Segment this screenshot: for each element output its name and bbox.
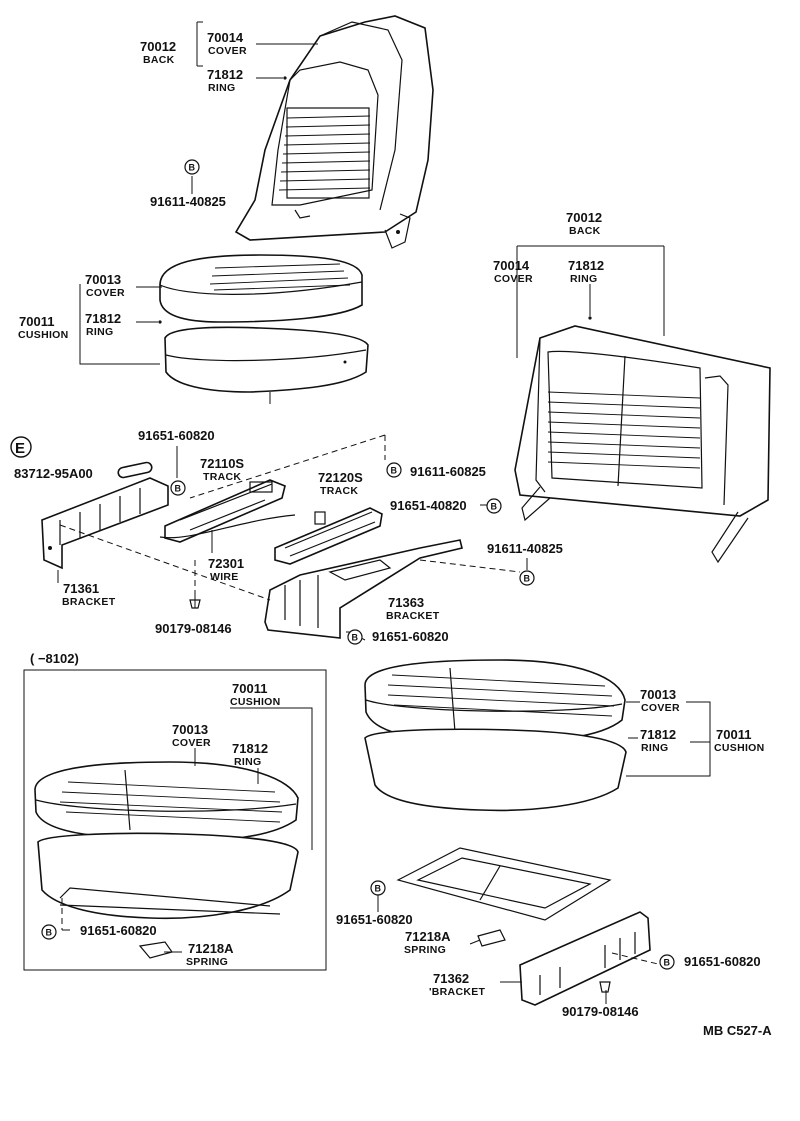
label-70014-cover-b-num: 70014 bbox=[493, 258, 530, 273]
label-71361-bracket-name: BRACKET bbox=[62, 596, 116, 608]
label-72301-wire-name: WIRE bbox=[210, 571, 239, 583]
label-83712-95a00: 83712-95A00 bbox=[14, 466, 93, 481]
label-71218a-spring-name: SPRING bbox=[186, 956, 228, 968]
label-70012-back-num: 70012 bbox=[140, 39, 176, 54]
label-70014-cover-num: 70014 bbox=[207, 30, 244, 45]
label-70013-cover-b-name: COVER bbox=[172, 737, 211, 749]
label-70013-cover-b-num: 70013 bbox=[172, 722, 208, 737]
label-71812-ring-num: 71812 bbox=[207, 67, 243, 82]
label-71363-bracket-name: BRACKET bbox=[386, 610, 440, 622]
svg-text:B: B bbox=[175, 484, 182, 494]
label-70011-cushion-b-name: CUSHION bbox=[230, 696, 281, 708]
label-71218a-spring-num: 71218A bbox=[188, 941, 234, 956]
bolt-marker: B bbox=[170, 480, 186, 496]
label-70011-cushion-c-num: 70011 bbox=[716, 727, 751, 742]
label-91651-60820-e: 91651-60820 bbox=[336, 912, 413, 927]
label-90179-08146-a: 90179-08146 bbox=[155, 621, 232, 636]
svg-text:B: B bbox=[375, 884, 382, 894]
label-70013-cover-name: COVER bbox=[86, 287, 125, 299]
label-91651-60820-c: 91651-60820 bbox=[372, 629, 449, 644]
label-70013-cover-c-name: COVER bbox=[641, 702, 680, 714]
label-71812-ring-c-num: 71812 bbox=[568, 258, 604, 273]
label-71361-bracket-num: 71361 bbox=[63, 581, 99, 596]
svg-text:B: B bbox=[46, 928, 53, 938]
label-70011-cushion-num: 70011 bbox=[19, 314, 54, 329]
svg-text:E: E bbox=[15, 440, 25, 457]
leader-lines bbox=[57, 21, 711, 1004]
label-70013-cover-num: 70013 bbox=[85, 272, 121, 287]
label-71812-ring-d-num: 71812 bbox=[232, 741, 268, 756]
label-91611-40825-a: 91611-40825 bbox=[150, 194, 226, 209]
bolt-marker: B bbox=[659, 954, 675, 970]
svg-text:B: B bbox=[664, 958, 671, 968]
label-70011-cushion-c-name: CUSHION bbox=[714, 742, 765, 754]
front-seat-cushion-drawing bbox=[159, 254, 369, 393]
label-91651-60820-d: 91651-60820 bbox=[80, 923, 157, 938]
label-71362-bracket-num: 71362 bbox=[433, 971, 469, 986]
label-70014-cover-name: COVER bbox=[208, 45, 247, 57]
label-70012-back-b-num: 70012 bbox=[566, 210, 602, 225]
label-70014-cover-b-name: COVER bbox=[494, 273, 533, 285]
label-70012-back-name: BACK bbox=[143, 54, 175, 66]
bolt-marker: B bbox=[347, 629, 363, 645]
label-70011-cushion-b-num: 70011 bbox=[232, 681, 267, 696]
label-91651-40820: 91651-40820 bbox=[390, 498, 467, 513]
label-91611-60825: 91611-60825 bbox=[410, 464, 486, 479]
bolt-marker: B bbox=[519, 570, 535, 586]
label-91651-60820-f: 91651-60820 bbox=[684, 954, 761, 969]
svg-text:B: B bbox=[352, 633, 359, 643]
label-72120s-track-num: 72120S bbox=[318, 470, 363, 485]
label-71812-ring-c-name: RING bbox=[570, 273, 597, 285]
svg-text:B: B bbox=[391, 466, 398, 476]
markers: E B B B B B B B B B bbox=[10, 159, 675, 970]
range-label: ( −8102) bbox=[30, 651, 79, 666]
bolt-marker: B bbox=[184, 159, 200, 175]
label-90179-08146-b: 90179-08146 bbox=[562, 1004, 639, 1019]
diagram-code: MB C527-A bbox=[703, 1023, 772, 1038]
section-marker-e: E bbox=[10, 436, 32, 458]
label-91611-40825-b: 91611-40825 bbox=[487, 541, 563, 556]
bolt-marker: B bbox=[386, 462, 402, 478]
label-72110s-track-name: TRACK bbox=[203, 471, 241, 483]
label-71812-ring-d-name: RING bbox=[234, 756, 261, 768]
label-71812-ring-b-name: RING bbox=[86, 326, 113, 338]
label-70011-cushion-name: CUSHION bbox=[18, 329, 69, 341]
label-72120s-track-name: TRACK bbox=[320, 485, 358, 497]
label-71363-bracket-num: 71363 bbox=[388, 595, 424, 610]
svg-text:B: B bbox=[524, 574, 531, 584]
label-71812-ring-e-name: RING bbox=[641, 742, 668, 754]
rear-seat-back-drawing bbox=[514, 325, 771, 564]
label-71812-ring-name: RING bbox=[208, 82, 235, 94]
label-70012-back-b-name: BACK bbox=[569, 225, 601, 237]
front-seat-back-drawing bbox=[234, 15, 434, 249]
bolt-marker: B bbox=[370, 880, 386, 896]
label-71218a-spring-b-name: SPRING bbox=[404, 944, 446, 956]
svg-text:B: B bbox=[189, 163, 196, 173]
part-labels: 70012 BACK 70014 COVER 71812 RING 91611-… bbox=[14, 30, 772, 1038]
label-70013-cover-c-num: 70013 bbox=[640, 687, 676, 702]
track-assembly-drawing bbox=[41, 461, 463, 639]
label-72301-wire-num: 72301 bbox=[208, 556, 244, 571]
label-71812-ring-b-num: 71812 bbox=[85, 311, 121, 326]
label-72110s-track-num: 72110S bbox=[200, 456, 244, 471]
rear-cushion-boxed-drawing bbox=[23, 669, 327, 971]
rear-cushion-right-drawing bbox=[364, 659, 651, 1006]
label-91651-60820-a: 91651-60820 bbox=[138, 428, 215, 443]
label-71362-bracket-name: 'BRACKET bbox=[429, 986, 486, 998]
bolt-marker: B bbox=[486, 498, 502, 514]
svg-text:B: B bbox=[491, 502, 498, 512]
label-71812-ring-e-num: 71812 bbox=[640, 727, 676, 742]
bolt-marker: B bbox=[41, 924, 57, 940]
label-71218a-spring-b-num: 71218A bbox=[405, 929, 451, 944]
